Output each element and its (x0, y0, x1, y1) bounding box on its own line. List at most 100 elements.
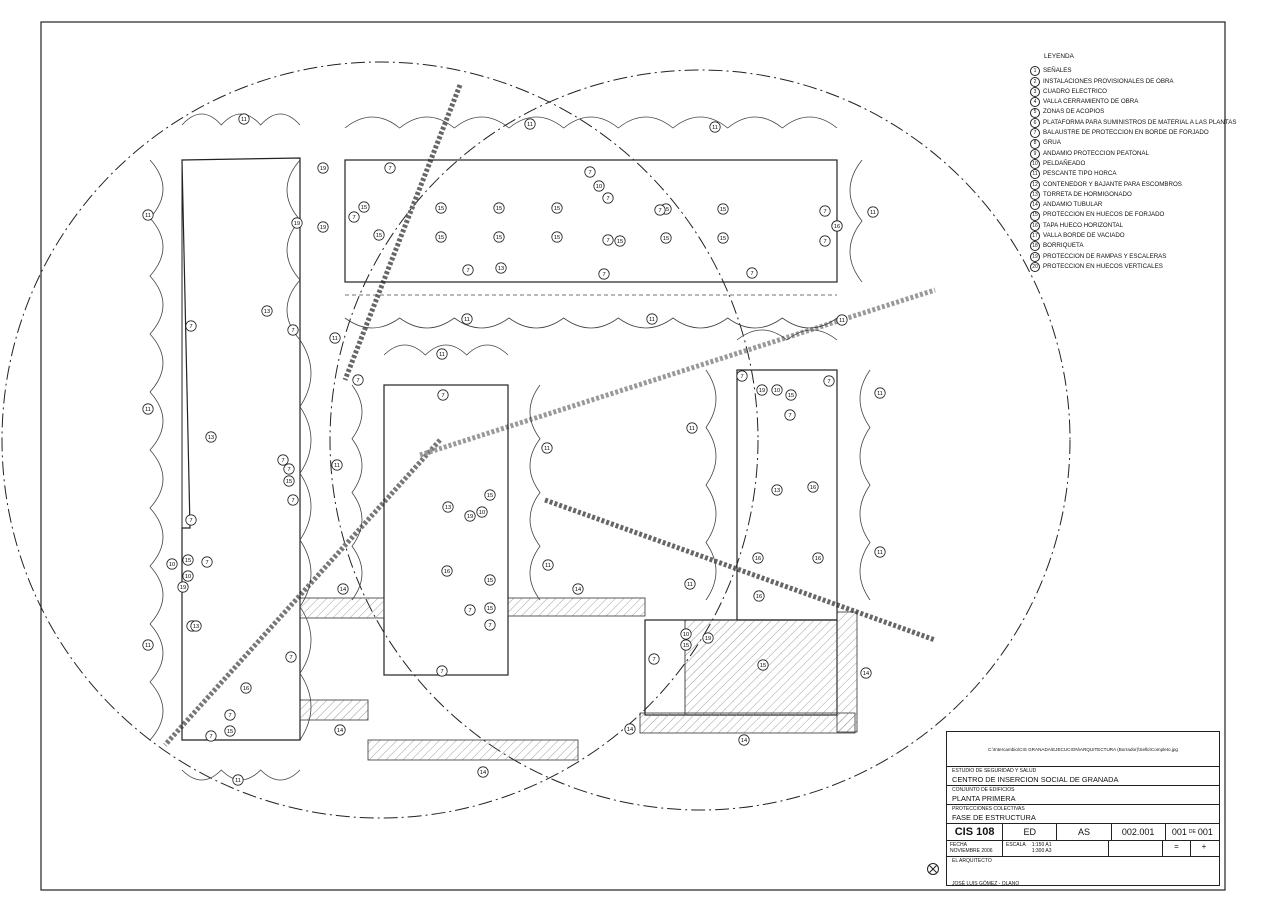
callout-circle (261, 305, 273, 317)
crane-jib-b (163, 438, 442, 747)
plan-callout: 7 (819, 235, 831, 247)
callout-circle (287, 324, 299, 336)
callout-number: 16 (756, 594, 762, 600)
plan-callout: 10 (166, 558, 178, 570)
callout-circle (317, 162, 329, 174)
crane-radius-east (329, 69, 1071, 811)
callout-number: 11 (712, 125, 718, 131)
callout-number: 15 (663, 236, 669, 242)
callout-circle (142, 403, 154, 415)
callout-number: 11 (235, 778, 241, 784)
callout-circle (373, 229, 385, 241)
callout-circle (437, 389, 449, 401)
legend-number: 14 (1030, 200, 1040, 211)
plan-callout: 16 (831, 220, 843, 232)
callout-number: 11 (145, 643, 151, 649)
legend-label: PROTECCION DE RAMPAS Y ESCALERAS (1043, 252, 1167, 260)
callout-number: 19 (180, 585, 186, 591)
crane-jib-a (342, 84, 463, 381)
callout-number: 11 (870, 210, 876, 216)
plan-callout: 15 (484, 602, 496, 614)
scale-values: 1:150 A1 1:300 A3 (1032, 842, 1052, 855)
callout-circle (205, 730, 217, 742)
plan-callout: 19 (317, 162, 329, 174)
plan-callout: 7 (598, 268, 610, 280)
scaffold-central (507, 597, 646, 617)
callout-circle (680, 639, 692, 651)
callout-circle (648, 653, 660, 665)
legend-number: 12 (1030, 179, 1040, 190)
legend-label: VALLA CERRAMIENTO DE OBRA (1043, 98, 1139, 106)
callout-number: 19 (294, 221, 300, 227)
callout-circle (819, 235, 831, 247)
legend-label: CUADRO ELECTRICO (1043, 87, 1107, 95)
callout-number: 10 (185, 574, 191, 580)
sheet-number: 001 (1171, 827, 1187, 837)
pescante-outline (299, 339, 312, 741)
legend-label: BALAUSTRE DE PROTECCION EN BORDE DE FORJ… (1043, 129, 1209, 137)
callout-number: 7 (466, 268, 469, 274)
callout-number: 15 (361, 205, 367, 211)
callout-number: 11 (544, 446, 550, 452)
plan-callout: 14 (337, 583, 349, 595)
plan-callout: 7 (285, 651, 297, 663)
legend-number: 5 (1030, 107, 1040, 118)
legend-label: PESCANTE TIPO HORCA (1043, 170, 1117, 178)
legend-label: GRUA (1043, 139, 1061, 147)
callout-number: 15 (554, 206, 560, 212)
callout-number: 19 (467, 514, 473, 520)
callout-number: 15 (788, 393, 794, 399)
callout-circle (283, 463, 295, 475)
callout-circle (493, 231, 505, 243)
callout-number: 13 (774, 488, 780, 494)
callout-circle (752, 552, 764, 564)
callout-number: 15 (720, 207, 726, 213)
callout-circle (686, 422, 698, 434)
study-row: ESTUDIO DE SEGURIDAD Y SALUD CENTRO DE I… (947, 767, 1219, 786)
callout-circle (860, 667, 872, 679)
plan-callout: 11 (142, 403, 154, 415)
callout-number: 7 (588, 170, 591, 176)
callout-circle (738, 734, 750, 746)
callout-circle (660, 232, 672, 244)
scaffold-south (367, 739, 579, 761)
callout-circle (593, 180, 605, 192)
plan-callout: 15 (493, 231, 505, 243)
plan-callout: 11 (684, 578, 696, 590)
plan-callout: 16 (441, 565, 453, 577)
callout-number: 16 (834, 224, 840, 230)
plan-callout: 7 (437, 389, 449, 401)
callout-circle (190, 620, 202, 632)
callout-number: 11 (241, 117, 247, 123)
callout-number: 7 (189, 518, 192, 524)
plan-callout: 7 (602, 234, 614, 246)
plan-callout: 13 (771, 484, 783, 496)
scale-cell: ESCALA 1:150 A1 1:300 A3 (1003, 841, 1109, 856)
plan-callout: 7 (224, 709, 236, 721)
callout-number: 7 (209, 734, 212, 740)
plan-callout: 11 (541, 442, 553, 454)
callout-number: 14 (340, 587, 346, 593)
plan-callout: 14 (624, 723, 636, 735)
callout-circle (182, 554, 194, 566)
plan-callout: 11 (238, 113, 250, 125)
plan-callout: 14 (334, 724, 346, 736)
plan-callout: 7 (283, 463, 295, 475)
plan-callout: 7 (602, 192, 614, 204)
floor-name: PLANTA PRIMERA (952, 794, 1016, 803)
callout-circle (464, 510, 476, 522)
callout-number: 7 (823, 209, 826, 215)
callout-number: 7 (228, 713, 231, 719)
plan-callout: 15 (785, 389, 797, 401)
drawing-number: 002.001 (1112, 824, 1166, 840)
callout-circle (572, 583, 584, 595)
callout-number: 7 (827, 379, 830, 385)
plan-callout: 15 (182, 554, 194, 566)
callout-circle (224, 725, 236, 737)
pescante-outline (351, 384, 363, 601)
plan-callout: 14 (477, 766, 489, 778)
legend-number: 16 (1030, 220, 1040, 231)
callout-circle (232, 774, 244, 786)
